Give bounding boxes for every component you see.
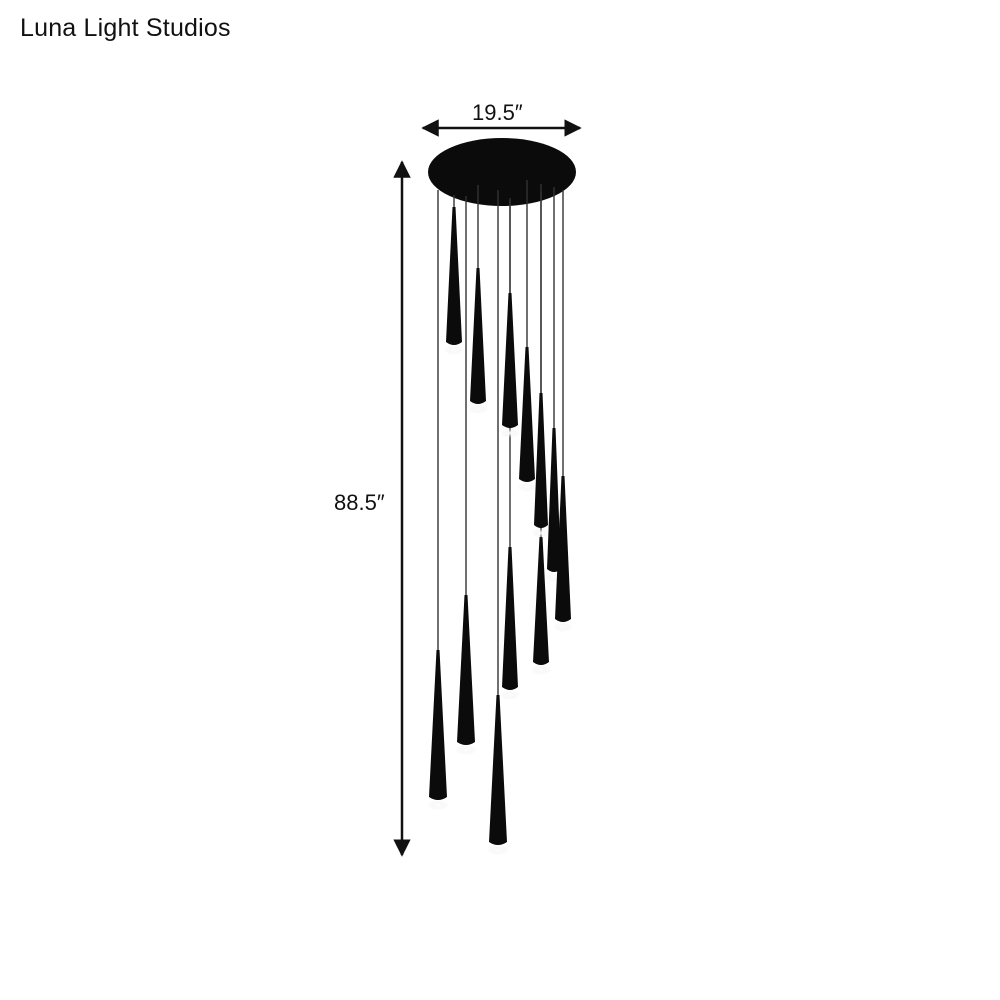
- pendant-light-glow: [427, 800, 449, 810]
- cone-pendant-shade: [429, 650, 447, 800]
- brand-name: Luna Light Studios: [20, 14, 231, 42]
- pendant-group: [427, 180, 573, 855]
- pendant-light-glow: [487, 845, 509, 855]
- cone-pendant-shade: [533, 537, 549, 665]
- cone-pendant-shade: [519, 347, 535, 482]
- pendant-light-glow: [517, 482, 537, 492]
- pendant-light-glow: [468, 404, 488, 414]
- pendant-light-glow: [532, 528, 550, 538]
- cone-pendant-shade: [547, 428, 561, 572]
- cone-pendant-shade: [502, 293, 518, 428]
- pendant-light-glow: [455, 745, 477, 755]
- ceiling-canopy: [428, 138, 576, 206]
- cone-pendant-shade: [446, 207, 462, 345]
- pendant-light-glow: [500, 690, 520, 700]
- cone-pendant-shade: [489, 695, 507, 845]
- cone-pendant-shade: [457, 595, 475, 745]
- cone-pendant-shade: [534, 393, 548, 528]
- pendant-light-glow: [500, 428, 520, 438]
- cone-pendant-shade: [555, 476, 571, 622]
- pendant-light-glow: [553, 622, 573, 632]
- height-dimension-label: 88.5″: [334, 490, 385, 515]
- cone-pendant-shade: [502, 547, 518, 690]
- pendant-light-glow: [531, 665, 551, 675]
- pendant-light-glow: [444, 345, 464, 355]
- cone-pendant-shade: [470, 268, 486, 404]
